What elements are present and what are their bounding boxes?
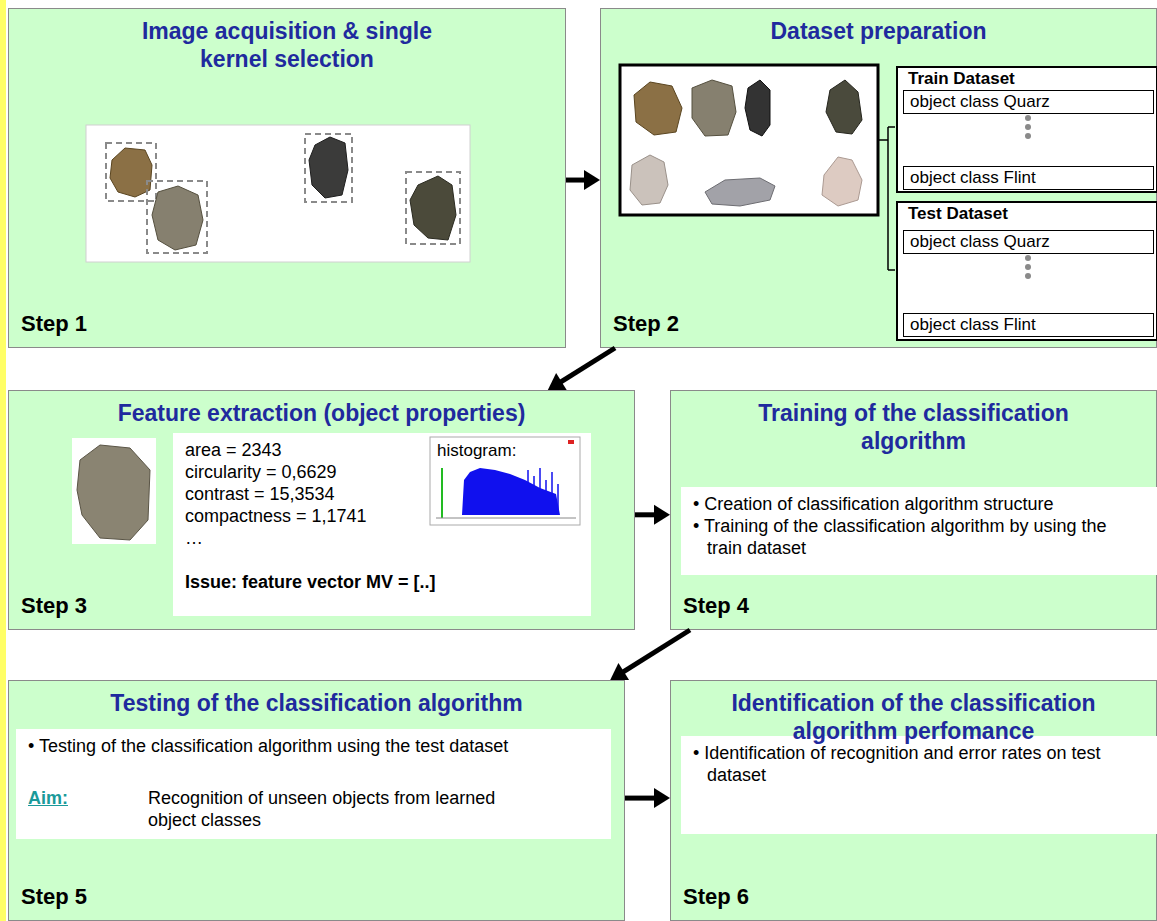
arrow-head [654,788,670,808]
histogram-bars [528,468,558,515]
otext-text: object class Quarz [904,231,1153,253]
histogram-frame [430,437,580,525]
kernel-image [745,80,770,136]
body-text: Recognition of unseen objects from learn… [148,787,498,831]
dataset-box: Test Dataset object class Quarz object cla… [896,201,1157,341]
selection-box [147,181,207,253]
step-panel: Feature extraction (object properties) St… [8,390,635,630]
ellipsis-dot [1025,124,1031,130]
step-text: Step 1 [21,311,87,337]
kernel-image [634,82,682,135]
kernel-image [692,80,736,136]
title-text: Identification of the classification alg… [704,689,1124,745]
class-box: object class Quarz [903,230,1154,254]
image-frame [620,65,878,215]
step-panel: Dataset preparationStep 2Train Datasetob… [600,8,1157,348]
dataset-box: Train Datasetobject class Quarz object cl… [896,66,1157,193]
kernel-image [630,155,668,205]
arrow-line [566,178,586,183]
body-text: contrast = 15,3534 [185,483,579,505]
body-text: circularity = 0,6629 [185,461,579,483]
step-panel: Testing of the classification algorithmS… [8,680,625,921]
step-panel: Training of the classification algorithm… [670,390,1157,630]
histogram-marker [441,468,443,518]
flow-arrow [625,788,670,808]
side-strip [0,0,6,921]
otext-text: object class Quarz [904,91,1153,113]
arrow-line [625,796,656,801]
title-text: Image acquisition & single kernel select… [122,17,452,73]
text-box: • Creation of classification algorithm s… [681,487,1157,575]
arrow-line [622,630,690,673]
body-text: … [185,527,579,549]
histogram-bars [462,468,560,515]
step-text: Step 6 [683,884,749,910]
step-text: Step 2 [613,311,679,337]
ellipsis-dot [1025,255,1031,261]
class-box: object class Quarz [903,90,1154,114]
body-text: • Creation of classification algorithm s… [693,493,1146,515]
arrow-head [548,373,567,390]
bracket-line [878,127,895,270]
title-text: Training of the classification algorithm [714,399,1114,455]
step-text: Step 4 [683,593,749,619]
ellipsis-dot [1025,264,1031,270]
kernel-image [309,137,348,198]
arrow-head [584,170,600,190]
dhead-text: Test Dataset [898,203,1156,224]
otext-text: object class Flint [904,167,1153,189]
title-text: Testing of the classification algorithm [17,689,617,717]
body-text: • Identification of recognition and erro… [693,742,1146,786]
otext-text: object class Flint [904,314,1153,336]
kernel-image [110,148,152,197]
body-text: compactness = 1,1741 [185,505,579,527]
kernel-image [705,178,775,206]
class-box: object class Flint [903,313,1154,337]
flow-arrow [566,170,600,190]
step-text: Step 3 [21,593,87,619]
histogram-axis [436,518,576,519]
body-text: • Testing of the classification algorith… [28,735,582,757]
kernel-image [410,176,456,240]
arrow-line [560,348,615,383]
arrow-head [610,663,629,680]
ellipsis-dot [1025,273,1031,279]
feature-list: area = 2343circularity = 0,6629contrast … [173,433,591,616]
body-text: area = 2343 [185,439,579,461]
flow-arrow [610,630,690,680]
body-text: • Training of the classification algorit… [693,515,1137,559]
selection-box [106,143,156,201]
step-panel: Identification of the classification alg… [670,680,1157,921]
body-text: Issue: feature vector MV = [..] [185,571,579,593]
text-box: • Testing of the classification algorith… [16,729,611,839]
ellipsis-dot [1025,133,1031,139]
step-panel: Image acquisition & single kernel select… [8,8,566,348]
title-text: Feature extraction (object properties) [22,399,622,427]
title-text: Dataset preparation [619,17,1139,45]
selection-box [305,134,352,202]
kernel-image [77,445,150,540]
step-text: Step 5 [21,884,87,910]
class-box: object class Flint [903,166,1154,190]
flow-arrow [548,348,615,390]
arrow-line [635,512,656,517]
selection-box [406,172,460,244]
kernel-image [152,186,203,250]
image-label: histogram: [437,441,516,461]
dhead-text: Train Dataset [898,68,1156,89]
histogram-marker [568,440,574,444]
arrow-head [654,505,670,525]
image-frame [72,438,156,544]
kernel-image [826,80,862,134]
text-box: • Identification of recognition and erro… [681,736,1157,834]
image-frame [86,125,470,262]
ellipsis-dot [1025,115,1031,121]
flow-arrow [635,505,670,525]
kernel-image [822,157,862,206]
aim-text: Aim: [28,787,68,809]
